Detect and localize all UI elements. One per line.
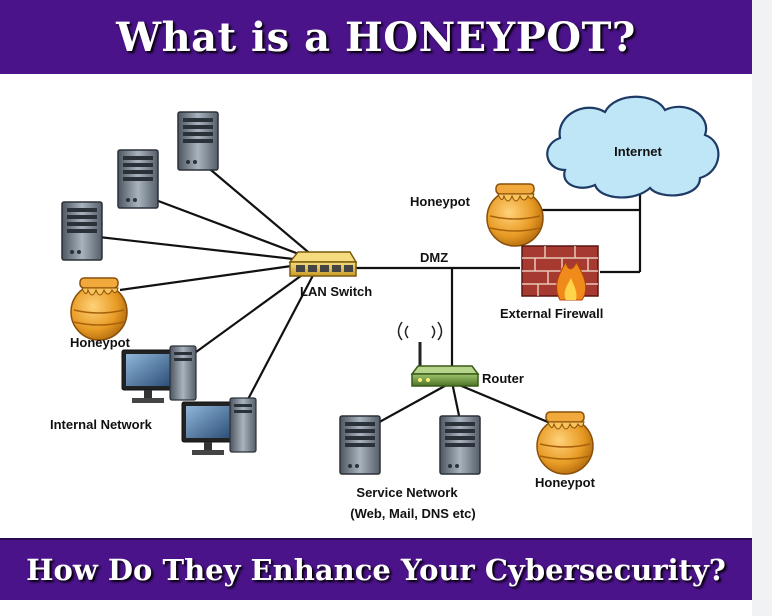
honeypot-icon	[70, 277, 128, 341]
link-switch-pc-1	[184, 261, 321, 361]
infographic: What is a HONEYPOT?	[0, 0, 752, 616]
link-switch-pc-2	[244, 261, 321, 406]
network-diagram: Internet Honeypot Internal Network LAN S…	[50, 95, 720, 521]
firewall-icon	[521, 245, 599, 301]
external-firewall-label: External Firewall	[500, 306, 603, 321]
service-network-label: Service Network	[356, 485, 458, 500]
server-icon	[61, 201, 103, 261]
honeypot-label-left: Honeypot	[70, 335, 131, 350]
title-banner: What is a HONEYPOT?	[0, 0, 752, 74]
dmz-label: DMZ	[420, 250, 448, 265]
lan-switch-label: LAN Switch	[300, 284, 372, 299]
computer-icon	[121, 345, 197, 404]
server-icon	[439, 415, 481, 475]
computer-icon	[181, 397, 257, 456]
server-icon	[117, 149, 159, 209]
link-switch-server-3	[89, 234, 321, 264]
internet-cloud: Internet	[546, 95, 720, 199]
link-switch-honeypot	[119, 260, 321, 292]
honeypot-icon	[486, 183, 544, 247]
service-network-detail-label: (Web, Mail, DNS etc)	[350, 506, 475, 521]
internal-network-label: Internal Network	[50, 417, 153, 432]
link-switch-server-2	[144, 194, 321, 264]
subtitle-banner: How Do They Enhance Your Cybersecurity?	[0, 538, 752, 600]
connection-lines	[89, 164, 642, 431]
internet-label: Internet	[614, 144, 662, 159]
link-router-honeypot	[451, 380, 556, 427]
server-icon	[339, 415, 381, 475]
honeypot-label-bottom: Honeypot	[535, 475, 596, 490]
server-icon	[177, 111, 219, 171]
page-title: What is a HONEYPOT?	[116, 13, 636, 61]
router-label: Router	[482, 371, 524, 386]
link-switch-server-1	[204, 164, 321, 263]
lan-switch-icon	[288, 251, 358, 277]
router-icon	[397, 321, 480, 387]
page-subtitle: How Do They Enhance Your Cybersecurity?	[26, 553, 726, 587]
honeypot-label-top: Honeypot	[410, 194, 471, 209]
